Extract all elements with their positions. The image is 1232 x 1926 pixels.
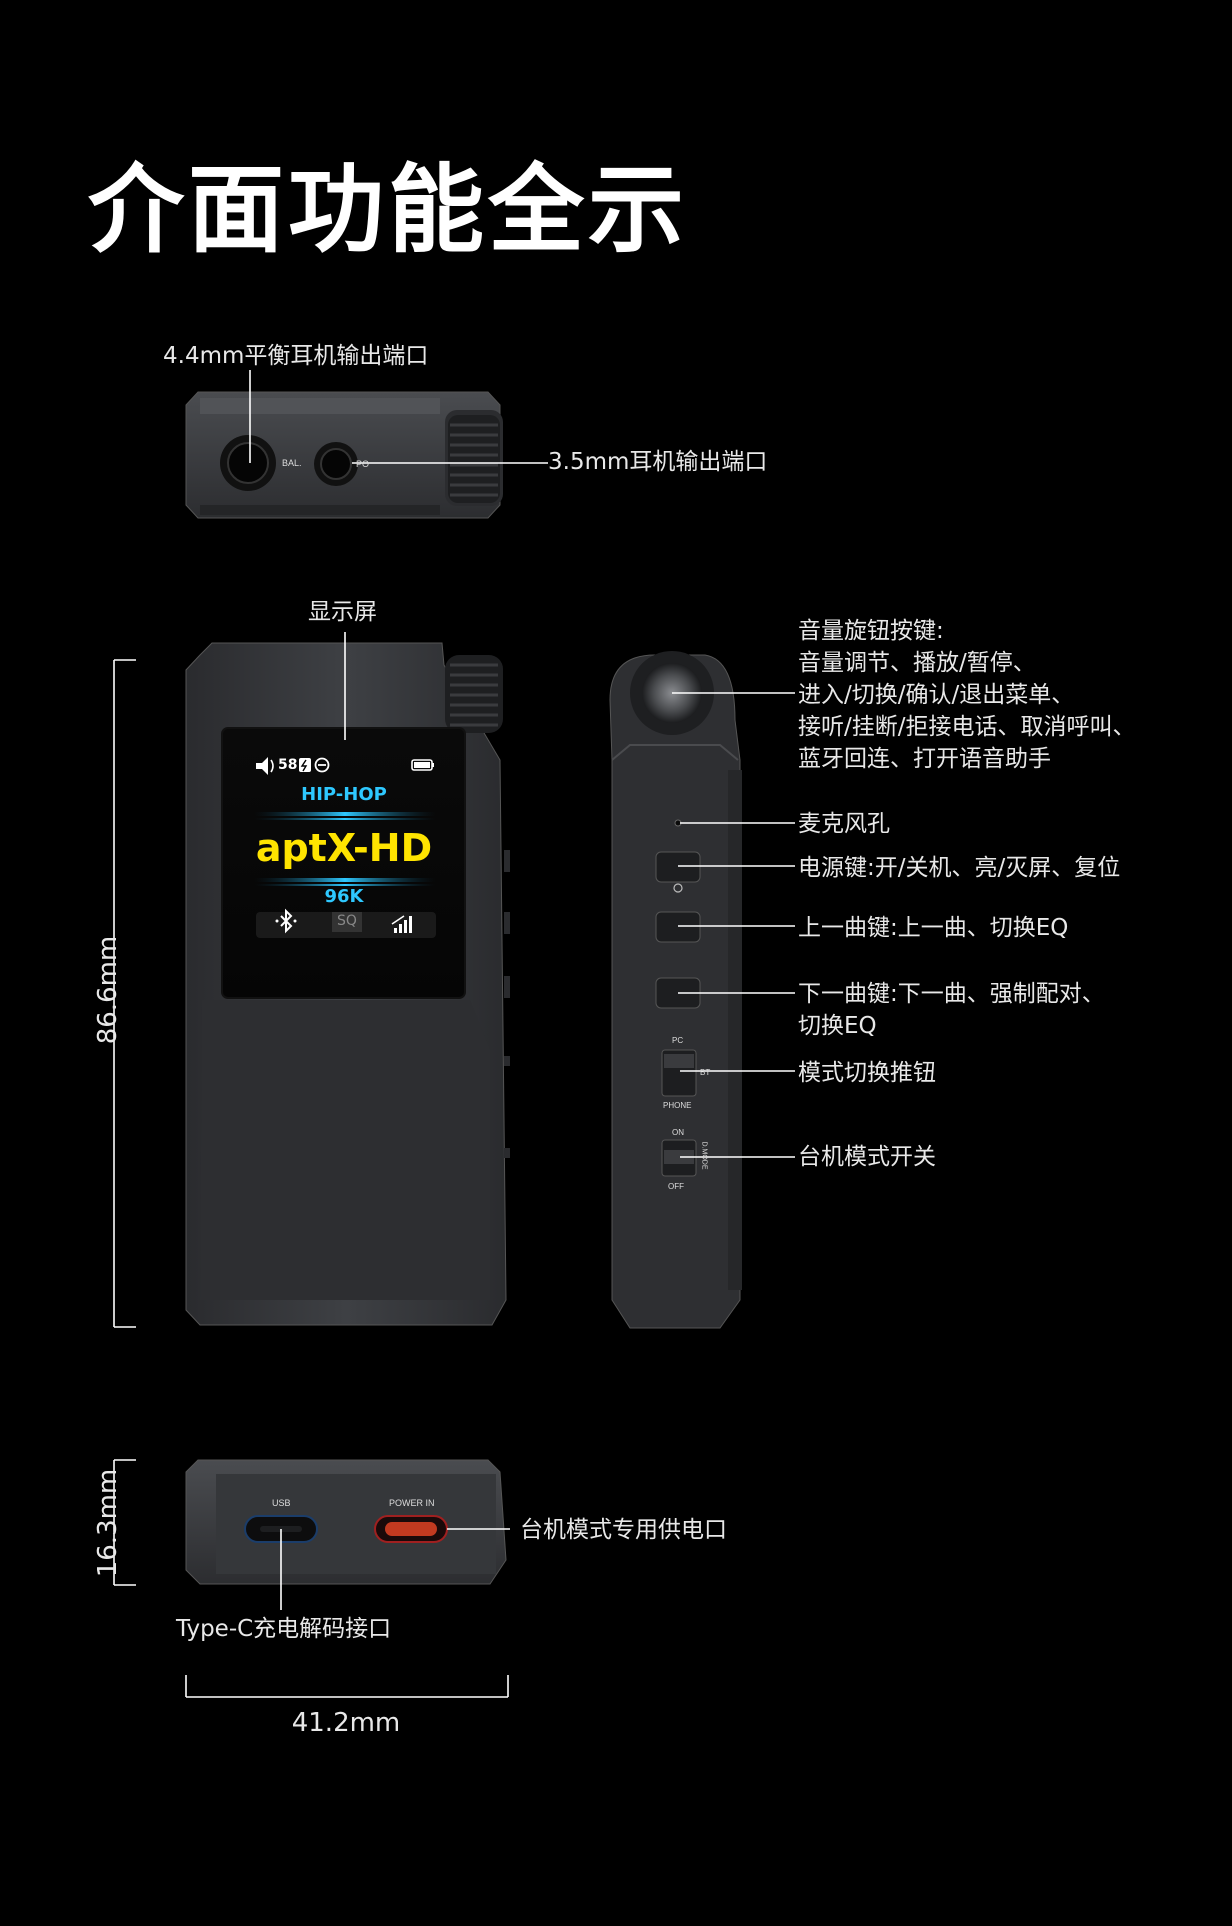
height-bracket (113, 659, 136, 1328)
bluetooth-icon (275, 908, 297, 934)
thickness-dimension: 16.3mm (93, 1468, 123, 1578)
knob-top-icon (448, 415, 500, 503)
knob-label-line: 接听/挂断/拒接电话、取消呼叫、 (798, 714, 1136, 740)
off-print: OFF (668, 1182, 684, 1191)
width-dimension: 41.2mm (291, 1708, 401, 1738)
bal-print: BAL. (282, 458, 302, 468)
bal-jack-icon (220, 435, 276, 491)
bt-print: BT (700, 1068, 711, 1077)
power-label: 电源键:开/关机、亮/灭屏、复位 (798, 855, 1121, 881)
front-view (185, 632, 510, 1326)
typec-label: Type-C充电解码接口 (176, 1616, 392, 1642)
prev-button-icon (655, 911, 701, 943)
charging-icon (299, 758, 311, 772)
thickness-bracket (113, 1459, 136, 1586)
genre-label: HIP-HOP (301, 784, 387, 805)
next-label-line: 切换EQ (798, 1013, 877, 1039)
sample-rate: 96K (324, 886, 364, 907)
signal-icon (391, 915, 412, 933)
desktop-switch-label: 台机模式开关 (798, 1144, 936, 1170)
volume-value: 58 (278, 757, 298, 773)
height-dimension: 86.6mm (93, 935, 123, 1045)
bottom-view (185, 1459, 510, 1610)
knob-label-line: 音量调节、播放/暂停、 (798, 650, 1036, 676)
mode-switch-icon (661, 1049, 697, 1097)
knob-label: 音量旋钮按键: 音量调节、播放/暂停、 进入/切换/确认/退出菜单、 接听/挂断… (798, 615, 1136, 775)
quality-label: SQ (337, 913, 357, 929)
pc-print: PC (672, 1036, 684, 1045)
next-label-line: 下一曲键:下一曲、强制配对、 (798, 981, 1105, 1007)
bal-port-label: 4.4mm平衡耳机输出端口 (163, 343, 429, 369)
power-button-icon (655, 851, 701, 893)
display-label: 显示屏 (308, 599, 377, 625)
mode-switch-label: 模式切换推钮 (798, 1060, 936, 1086)
battery-icon (411, 759, 434, 771)
page-title: 介面功能全示 (88, 154, 688, 266)
width-bracket (185, 1675, 509, 1698)
po-port-label: 3.5mm耳机输出端口 (548, 449, 768, 475)
next-label: 下一曲键:下一曲、强制配对、 切换EQ (798, 978, 1105, 1042)
knob-label-line: 音量旋钮按键: (798, 618, 944, 644)
side-view (609, 651, 795, 1329)
eq-ring-icon (314, 757, 330, 773)
mic-label: 麦克风孔 (798, 811, 890, 837)
dock-print: D.MODE (700, 1141, 708, 1170)
knob-label-line: 蓝牙回连、打开语音助手 (798, 746, 1051, 772)
on-print: ON (672, 1128, 684, 1137)
usb-print: USB (272, 1498, 291, 1508)
codec-label: aptX-HD (255, 826, 433, 870)
phone-print: PHONE (663, 1101, 692, 1110)
po-jack-icon (314, 442, 358, 486)
power-in-label: 台机模式专用供电口 (520, 1517, 727, 1543)
desktop-switch-icon (661, 1139, 697, 1177)
power-in-print: POWER IN (389, 1498, 435, 1508)
po-print: PO (356, 459, 370, 469)
knob-label-line: 进入/切换/确认/退出菜单、 (798, 682, 1075, 708)
speaker-icon (256, 757, 274, 775)
volume-knob-icon (445, 655, 503, 733)
top-view (185, 370, 548, 519)
prev-label: 上一曲键:上一曲、切换EQ (798, 915, 1069, 941)
power-in-port-icon (374, 1515, 448, 1543)
